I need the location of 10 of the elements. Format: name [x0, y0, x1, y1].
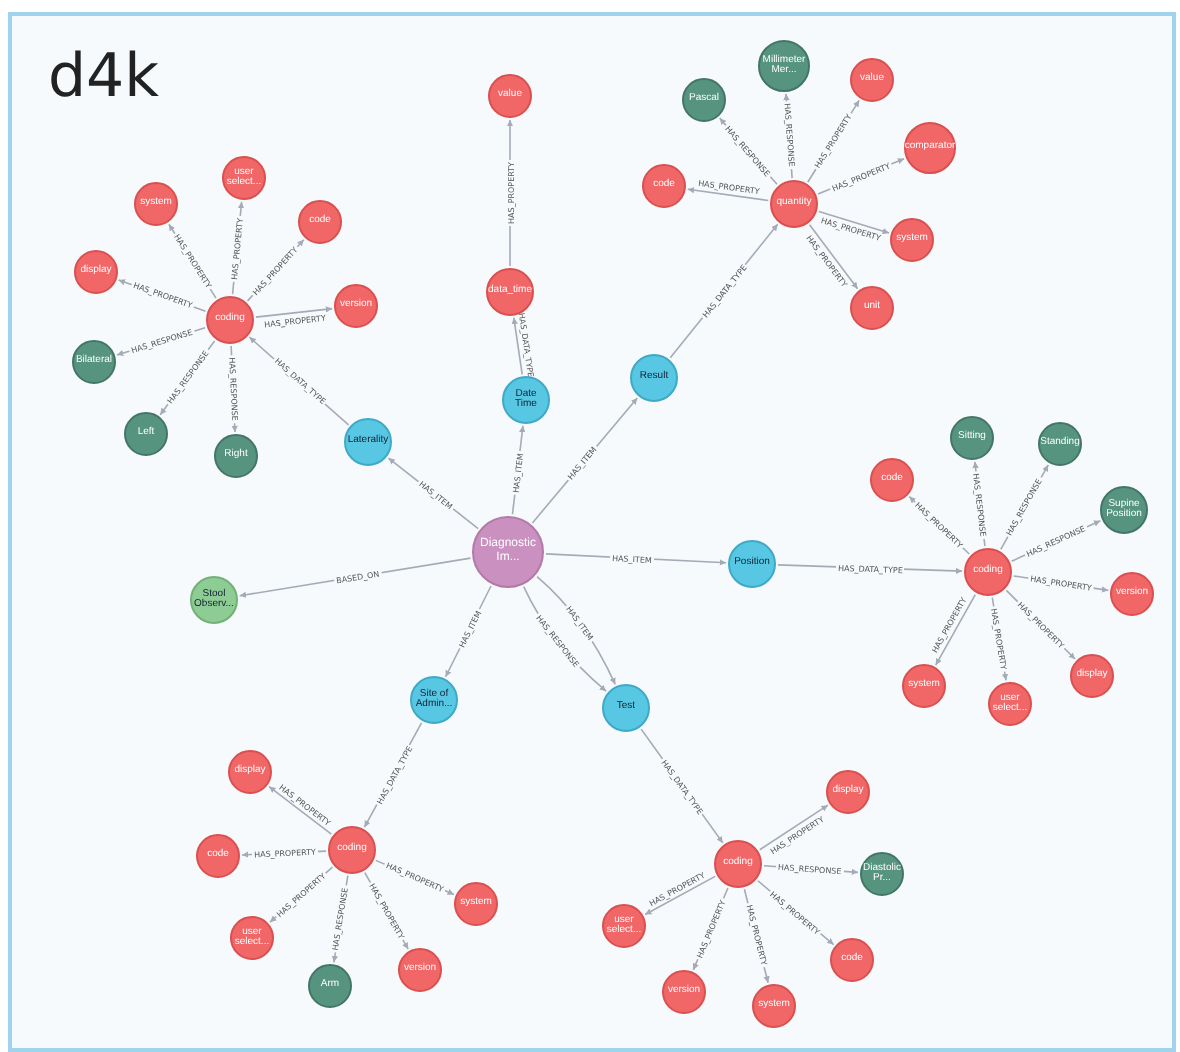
- arrow: [758, 804, 829, 851]
- arrow: [255, 306, 333, 318]
- arrow: [268, 785, 333, 835]
- arrow: [934, 593, 977, 666]
- arrow: [644, 875, 716, 916]
- arrow: [808, 224, 859, 290]
- arrow: [511, 316, 523, 376]
- arrow: [686, 187, 770, 202]
- title: d4k: [48, 44, 160, 112]
- arrow: [818, 210, 890, 235]
